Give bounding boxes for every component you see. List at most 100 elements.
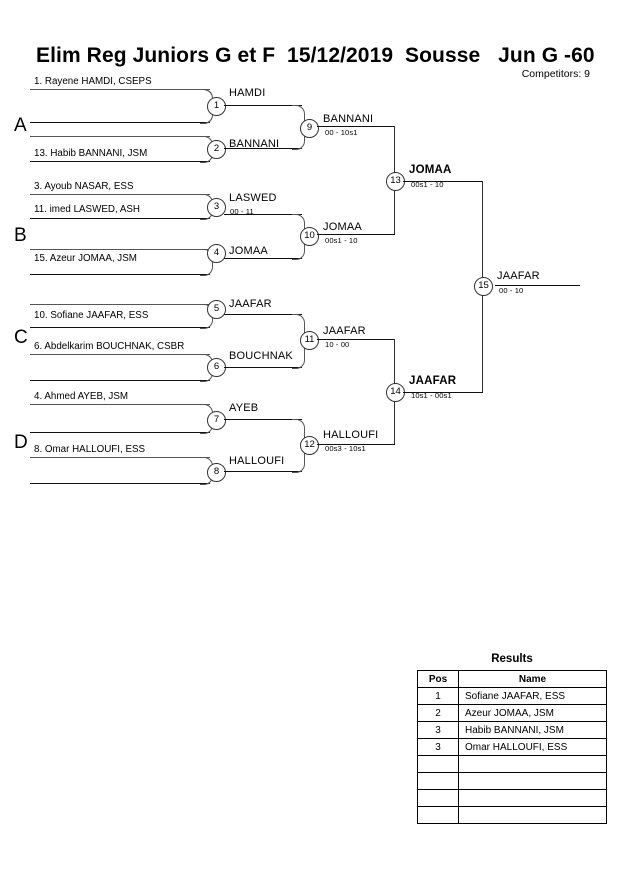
entrant-label: 1. Rayene HAMDI, CSEPS — [34, 76, 152, 87]
result-name: Omar HALLOUFI, ESS — [458, 738, 607, 756]
match-score: 00 - 10s1 — [325, 128, 358, 137]
advance-line — [403, 392, 483, 393]
match-score: 00 - 11 — [230, 207, 254, 216]
match-circle[interactable]: 5 — [207, 300, 226, 319]
match-circle[interactable]: 8 — [207, 463, 226, 482]
result-pos — [417, 789, 459, 807]
result-pos: 2 — [417, 704, 459, 722]
match-winner: JAAFAR — [409, 375, 457, 387]
table-row: 3 Habib BANNANI, JSM — [417, 721, 607, 739]
entrant-label: 3. Ayoub NASAR, ESS — [34, 181, 134, 192]
match-winner: HALLOUFI — [229, 455, 285, 467]
match-winner: BANNANI — [323, 113, 374, 125]
entrant-label: 13. Habib BANNANI, JSM — [34, 148, 148, 159]
result-name — [458, 755, 607, 773]
advance-line — [403, 181, 483, 182]
entrant-line — [30, 194, 210, 195]
result-name: Azeur JOMAA, JSM — [458, 704, 607, 722]
result-name: Sofiane JAAFAR, ESS — [458, 687, 607, 705]
match-circle[interactable]: 15 — [474, 277, 493, 296]
advance-line — [224, 258, 302, 259]
table-row — [417, 806, 607, 824]
table-row — [417, 789, 607, 807]
match-winner: LASWED — [229, 192, 277, 204]
advance-line — [224, 314, 302, 315]
match-score: 10s1 - 00s1 — [411, 391, 452, 400]
table-row: 2 Azeur JOMAA, JSM — [417, 704, 607, 722]
pool-label-a: A — [14, 115, 27, 136]
competitors-count: Competitors: 9 — [521, 68, 590, 80]
result-pos — [417, 772, 459, 790]
result-pos — [417, 755, 459, 773]
match-score: 00 - 10 — [499, 286, 524, 295]
entrant-label: 4. Ahmed AYEB, JSM — [34, 391, 129, 402]
advance-line — [224, 148, 302, 149]
result-pos — [417, 806, 459, 824]
entrant-line — [30, 274, 210, 275]
match-winner: JAAFAR — [497, 270, 540, 282]
advance-line — [224, 471, 302, 472]
entrant-line — [30, 404, 210, 405]
table-header-row: Pos Name — [417, 670, 607, 688]
pool-label-c: C — [14, 327, 28, 348]
column-header-name: Name — [458, 670, 607, 688]
entrant-line — [30, 327, 210, 328]
entrant-label: 10. Sofiane JAAFAR, ESS — [34, 310, 149, 321]
result-name — [458, 772, 607, 790]
pool-label-d: D — [14, 432, 28, 453]
match-circle[interactable]: 14 — [386, 383, 405, 402]
match-winner: JOMAA — [409, 164, 452, 176]
match-winner: BANNANI — [229, 138, 280, 150]
table-row — [417, 755, 607, 773]
entrant-line — [30, 354, 210, 355]
match-circle[interactable]: 7 — [207, 411, 226, 430]
entrant-line — [30, 432, 210, 433]
match-circle[interactable]: 1 — [207, 97, 226, 116]
match-circle[interactable]: 4 — [207, 244, 226, 263]
result-name — [458, 789, 607, 807]
entrant-line — [30, 457, 210, 458]
entrant-line — [30, 249, 210, 250]
advance-line — [317, 444, 395, 445]
match-winner: HALLOUFI — [323, 429, 379, 441]
match-score: 00s3 - 10s1 — [325, 444, 366, 453]
match-circle[interactable]: 9 — [300, 119, 319, 138]
entrant-line — [30, 380, 210, 381]
result-name — [458, 806, 607, 824]
match-circle[interactable]: 11 — [300, 331, 319, 350]
results-table: Pos Name 1 Sofiane JAAFAR, ESS 2 Azeur J… — [417, 670, 607, 824]
table-row: 1 Sofiane JAAFAR, ESS — [417, 687, 607, 705]
entrant-line — [30, 161, 210, 162]
match-winner: HAMDI — [229, 87, 266, 99]
match-winner: BOUCHNAK — [229, 350, 293, 362]
match-circle[interactable]: 6 — [207, 358, 226, 377]
result-name: Habib BANNANI, JSM — [458, 721, 607, 739]
match-winner: AYEB — [229, 402, 259, 414]
match-circle[interactable]: 10 — [300, 227, 319, 246]
entrant-line — [30, 218, 210, 219]
match-winner: JAAFAR — [229, 298, 272, 310]
results-title: Results — [491, 653, 533, 665]
champion-line — [495, 285, 580, 286]
advance-line — [224, 419, 302, 420]
entrant-label: 6. Abdelkarim BOUCHNAK, CSBR — [34, 341, 185, 352]
match-winner: JAAFAR — [323, 325, 366, 337]
entrant-label: 8. Omar HALLOUFI, ESS — [34, 444, 146, 455]
match-score: 00s1 - 10 — [325, 236, 358, 245]
match-circle[interactable]: 2 — [207, 140, 226, 159]
match-circle[interactable]: 12 — [300, 436, 319, 455]
advance-line — [317, 234, 395, 235]
pool-label-b: B — [14, 225, 27, 246]
advance-line — [224, 367, 302, 368]
result-pos: 1 — [417, 687, 459, 705]
advance-line — [224, 214, 302, 215]
match-circle[interactable]: 3 — [207, 198, 226, 217]
advance-line — [317, 339, 395, 340]
entrant-line — [30, 136, 210, 137]
column-header-pos: Pos — [417, 670, 459, 688]
advance-line — [224, 105, 302, 106]
table-row: 3 Omar HALLOUFI, ESS — [417, 738, 607, 756]
entrant-label: 15. Azeur JOMAA, JSM — [34, 253, 137, 264]
entrant-line — [30, 483, 210, 484]
advance-line — [317, 126, 395, 127]
